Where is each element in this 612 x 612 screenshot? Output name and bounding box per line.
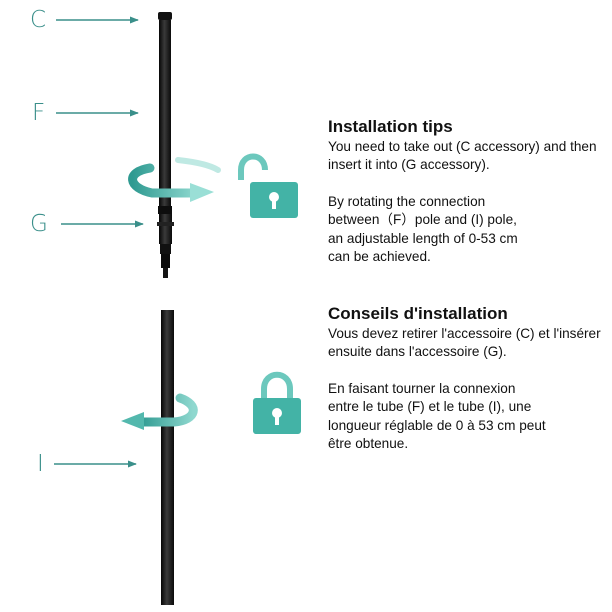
- unlocked-padlock-icon: [238, 153, 298, 218]
- english-paragraph-1: You need to take out (C accessory) and t…: [328, 139, 597, 173]
- label-g: G: [30, 211, 48, 237]
- english-paragraph-2: By rotating the connection between（F）pol…: [328, 193, 518, 265]
- french-title: Conseils d'installation: [328, 304, 508, 323]
- upper-pole: [157, 12, 174, 278]
- rotate-arrow-upper-icon: [128, 157, 221, 202]
- lower-pole: [161, 310, 174, 605]
- english-instructions: Installation tips You need to take out (…: [328, 117, 604, 266]
- french-instructions: Conseils d'installation Vous devez retir…: [328, 304, 608, 453]
- locked-padlock-icon: [253, 371, 301, 434]
- english-title: Installation tips: [328, 117, 453, 136]
- rotate-arrow-lower-icon: [121, 393, 198, 430]
- label-c: C: [30, 7, 47, 33]
- french-paragraph-1: Vous devez retirer l'accessoire (C) et l…: [328, 326, 601, 360]
- label-i: I: [37, 451, 44, 477]
- french-paragraph-2: En faisant tourner la connexion entre le…: [328, 380, 546, 452]
- label-f: F: [32, 100, 46, 126]
